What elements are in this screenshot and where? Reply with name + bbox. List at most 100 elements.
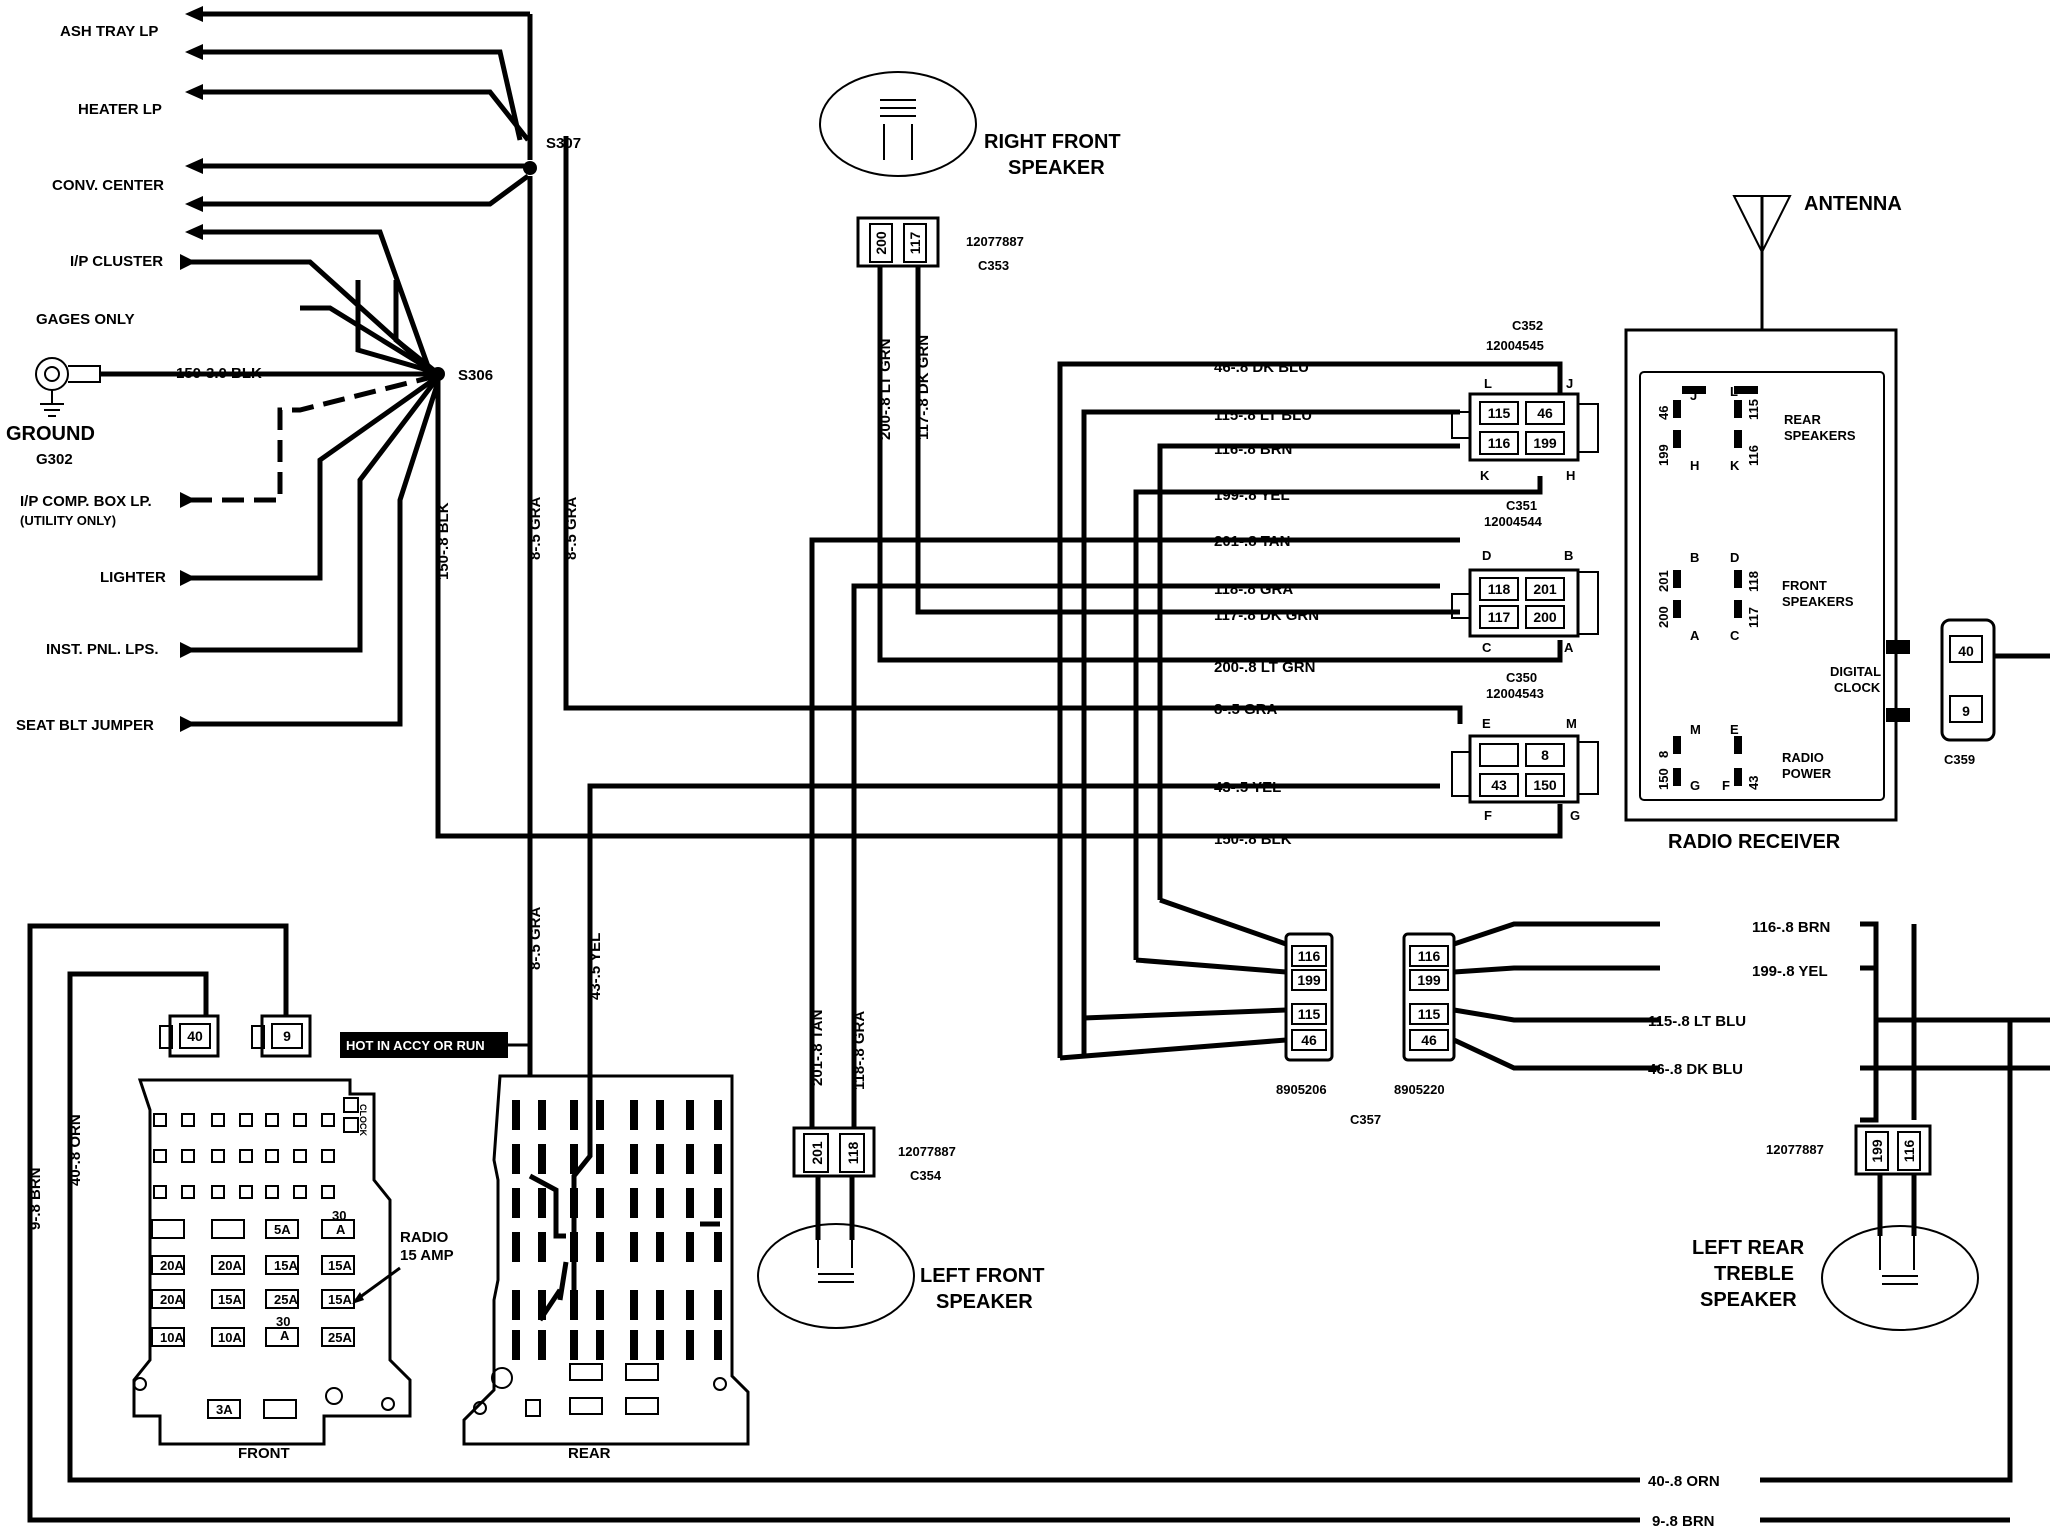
radio-front-speakers-2: SPEAKERS xyxy=(1782,594,1854,609)
c353-pin-117: 117 xyxy=(907,231,923,254)
c359-pin-9: 9 xyxy=(1962,703,1970,719)
rear-conn-pin-116: 116 xyxy=(1901,1139,1917,1162)
c357-wires xyxy=(1059,897,2050,1123)
radio-wire-200: 200-.8 LT GRN xyxy=(1214,659,1315,676)
connector-c357-b xyxy=(1402,932,1456,1062)
c357-part-a: 8905206 xyxy=(1276,1082,1327,1097)
wire-label-8-gra-a: 8-.5 GRA xyxy=(527,496,544,560)
fuse-a-3: 10A xyxy=(160,1330,184,1345)
connector-c350 xyxy=(1451,734,1599,804)
right-front-speaker-label-1: RIGHT FRONT xyxy=(984,131,1121,153)
radio-pin-201: 201 xyxy=(1656,570,1671,592)
rear-wire-9: 9-.8 BRN xyxy=(1652,1513,1715,1530)
left-rear-speaker-label-3: SPEAKER xyxy=(1700,1289,1797,1311)
c357-b-pin-199: 199 xyxy=(1417,972,1441,988)
c353-id: C353 xyxy=(978,258,1009,273)
c350-pin-8: 8 xyxy=(1541,747,1549,763)
fuse-3a: 3A xyxy=(216,1402,233,1417)
c351-part: 12004544 xyxy=(1484,514,1543,529)
fuse-b-2: 15A xyxy=(218,1292,242,1307)
label-inst-pnl: INST. PNL. LPS. xyxy=(46,641,159,658)
c350-pin-m: M xyxy=(1566,716,1577,731)
left-front-speaker-label-1: LEFT FRONT xyxy=(920,1265,1044,1287)
c351-pin-c: C xyxy=(1482,640,1492,655)
radio-pin-j: J xyxy=(1690,388,1697,403)
c357-a-pin-199: 199 xyxy=(1297,972,1321,988)
connector-c354 xyxy=(792,1126,876,1240)
c351-pin-118: 118 xyxy=(1488,581,1511,597)
radio-pin-marks xyxy=(1673,400,1742,786)
c352-pin-116: 116 xyxy=(1488,435,1511,451)
c357-b-pin-46: 46 xyxy=(1421,1032,1437,1048)
radio-pin-m: M xyxy=(1690,722,1701,737)
radio-pin-a: A xyxy=(1690,628,1700,643)
fuse-c-2: 25A xyxy=(274,1292,298,1307)
radio-wire-8: 8-.5 GRA xyxy=(1214,701,1278,718)
radio-digital-clock-2: CLOCK xyxy=(1834,680,1881,695)
splice-s306-dot xyxy=(431,367,445,381)
wire-label-200-lt-grn: 200-.8 LT GRN xyxy=(877,339,894,440)
fuse-connectors-top xyxy=(159,1014,312,1058)
fuse-a-1: 20A xyxy=(160,1258,184,1273)
radio-pin-f: F xyxy=(1722,778,1730,793)
hot-label: HOT IN ACCY OR RUN xyxy=(346,1038,485,1053)
radio-pin-116: 116 xyxy=(1746,445,1761,466)
radio-pin-46: 46 xyxy=(1656,406,1671,420)
label-ip-cluster: I/P CLUSTER xyxy=(70,253,163,270)
wire-label-118-gra: 118-.8 GRA xyxy=(851,1011,868,1090)
radio-pin-117: 117 xyxy=(1746,607,1761,628)
fuse-d-3: 25A xyxy=(328,1330,352,1345)
wire-label-40-orn: 40-.8 ORN xyxy=(67,1114,84,1186)
c357-a-pin-116: 116 xyxy=(1298,948,1321,964)
c350-pin-43: 43 xyxy=(1491,777,1507,793)
c352-pin-k: K xyxy=(1480,468,1490,483)
radio-pin-8: 8 xyxy=(1656,751,1671,758)
c350-pin-f: F xyxy=(1484,808,1492,823)
radio-receiver-title: RADIO RECEIVER xyxy=(1668,831,1841,853)
connector-c359 xyxy=(1886,618,2050,742)
wire-label-8-gra-b: 8-.5 GRA xyxy=(563,496,580,560)
fuse-30a-1-unit: A xyxy=(336,1222,346,1237)
splice-s307-dot xyxy=(523,161,537,175)
left-rear-speaker-label-2: TREBLE xyxy=(1714,1263,1794,1285)
radio-power-1: RADIO xyxy=(1782,750,1824,765)
c352-pin-j: J xyxy=(1566,376,1573,391)
connector-c353 xyxy=(856,216,940,268)
wire-label-117-dk-grn: 117-.8 DK GRN xyxy=(915,335,932,440)
label-gages-only: GAGES ONLY xyxy=(36,311,135,328)
fuse-block-rear xyxy=(462,1074,750,1446)
c354-id: C354 xyxy=(910,1168,942,1183)
c352-pin-46: 46 xyxy=(1537,405,1553,421)
fuse-clock-label: CLOCK xyxy=(358,1104,368,1136)
right-front-speaker xyxy=(819,71,977,177)
c357-b-pin-116: 116 xyxy=(1418,948,1441,964)
c357-b-pin-115: 115 xyxy=(1418,1006,1441,1022)
radio-pin-115: 115 xyxy=(1746,399,1761,420)
left-rear-speaker-label-1: LEFT REAR xyxy=(1692,1237,1805,1259)
label-ash-tray: ASH TRAY LP xyxy=(60,23,158,40)
wire-label-8-gra-c: 8-.5 GRA xyxy=(527,906,544,970)
c352-pin-199: 199 xyxy=(1533,435,1557,451)
radio-harness-wires xyxy=(809,361,1563,1148)
fuse-30a-1-value: 30 xyxy=(332,1208,346,1223)
ground-wire-label: 150-3.0 BLK xyxy=(176,365,262,382)
label-conv-center: CONV. CENTER xyxy=(52,177,164,194)
radio-pin-43: 43 xyxy=(1746,776,1761,790)
radio-pin-200: 200 xyxy=(1656,606,1671,628)
rear-wire-116: 116-.8 BRN xyxy=(1752,919,1830,936)
c359-id: C359 xyxy=(1944,752,1975,767)
rear-wire-40: 40-.8 ORN xyxy=(1648,1473,1720,1490)
c350-pin-e: E xyxy=(1482,716,1491,731)
right-front-speaker-label-2: SPEAKER xyxy=(1008,157,1105,179)
radio-pin-d: D xyxy=(1730,550,1739,565)
radio-fuse-label-1: RADIO xyxy=(400,1229,449,1246)
radio-wire-46: 46-.8 DK BLU xyxy=(1214,359,1309,376)
c352-part: 12004545 xyxy=(1486,338,1544,353)
ground-id: G302 xyxy=(36,451,73,468)
radio-wire-150: 150-.8 BLK xyxy=(1214,831,1292,848)
c357-id: C357 xyxy=(1350,1112,1381,1127)
ground-symbol xyxy=(35,357,101,417)
label-ip-comp-box-utility: (UTILITY ONLY) xyxy=(20,513,116,528)
antenna-icon xyxy=(1732,195,1792,330)
bottom-loop-wires xyxy=(27,923,2013,1523)
